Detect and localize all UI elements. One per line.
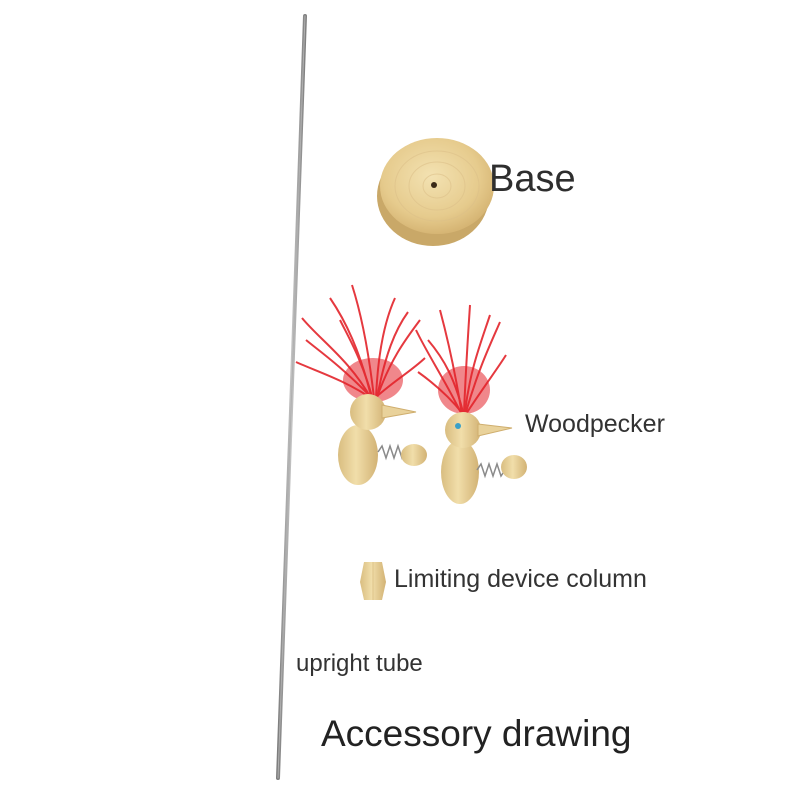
- label-base: Base: [489, 158, 576, 200]
- label-limiting-device-column: Limiting device column: [394, 565, 647, 593]
- woodpecker-eye: [455, 423, 461, 429]
- label-upright-tube: upright tube: [296, 650, 423, 677]
- limiting-device-column: [360, 562, 386, 600]
- woodpecker-right: [415, 304, 527, 504]
- caption-accessory-drawing: Accessory drawing: [321, 713, 632, 754]
- wooden-base: [377, 138, 494, 246]
- upright-tube: [276, 14, 307, 780]
- woodpecker-left: [295, 284, 427, 485]
- label-woodpecker: Woodpecker: [525, 410, 665, 438]
- base-hole: [431, 182, 437, 188]
